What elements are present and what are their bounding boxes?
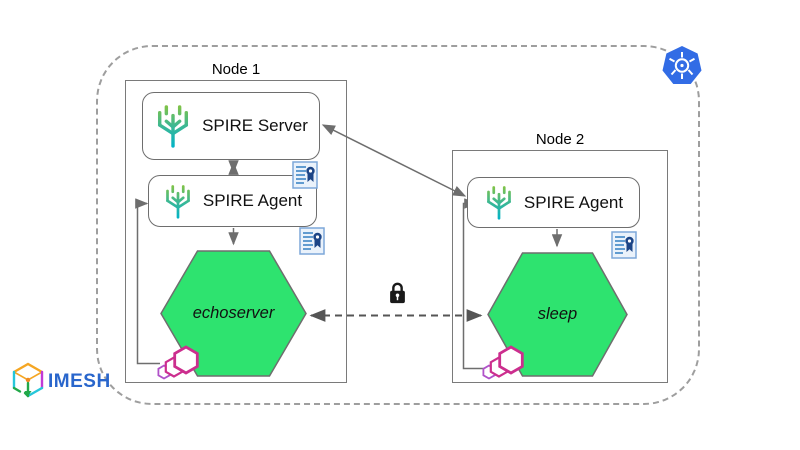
node2-label: Node 2	[535, 131, 585, 148]
mtls-lock-icon	[388, 281, 407, 305]
workload-attestor-icon	[155, 345, 201, 381]
workload-sleep-label: sleep	[537, 305, 578, 323]
imesh-logo-text: IMESH	[48, 371, 111, 392]
spire-logo-icon	[487, 186, 511, 220]
workload-echoserver-hexagon: echoserver	[160, 250, 307, 377]
spire-server-box: SPIRE Server	[142, 92, 320, 160]
spire-logo-icon	[158, 105, 189, 148]
spire-agent2-box: SPIRE Agent	[467, 177, 640, 228]
spire-server-label: SPIRE Server	[202, 116, 308, 135]
workload-echoserver-label: echoserver	[192, 304, 275, 322]
spire-agent1-box: SPIRE Agent	[148, 175, 317, 227]
kubernetes-icon	[661, 45, 703, 87]
imesh-logo-icon	[11, 361, 45, 401]
spire-agent1-label: SPIRE Agent	[202, 191, 303, 210]
kubernetes-cluster-boundary	[96, 45, 700, 405]
spire-logo-icon	[166, 184, 190, 219]
workload-sleep-hexagon: sleep	[487, 252, 628, 377]
svid-certificate-icon	[292, 161, 318, 189]
svid-certificate-icon	[299, 227, 325, 255]
workload-attestor-icon	[480, 345, 526, 381]
spire-agent2-label: SPIRE Agent	[523, 192, 624, 212]
node1-label: Node 1	[211, 61, 261, 78]
svid-certificate-icon	[611, 231, 637, 259]
